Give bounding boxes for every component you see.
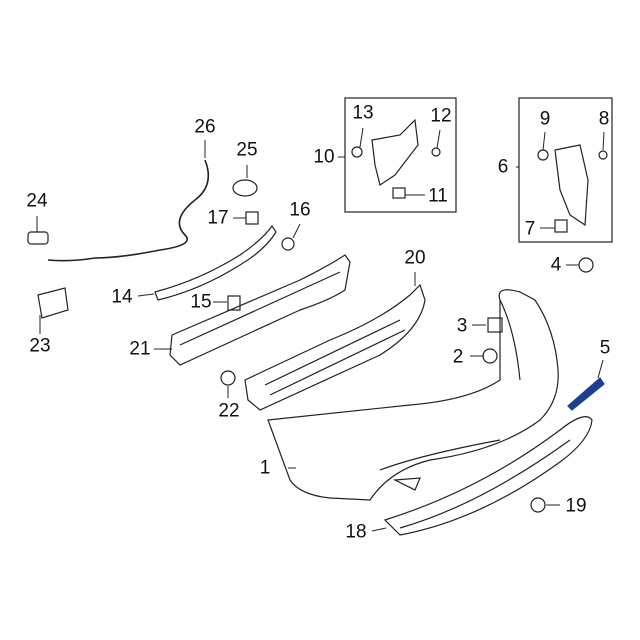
detail-box-left xyxy=(344,97,457,213)
lower-valance xyxy=(383,416,593,536)
clip-3 xyxy=(487,317,503,333)
callout-1: 1 xyxy=(259,457,271,479)
callout-5: 5 xyxy=(599,337,611,359)
callout-7: 7 xyxy=(524,218,536,240)
callout-26: 26 xyxy=(194,116,216,138)
callout-6: 6 xyxy=(497,156,509,178)
bolt-22 xyxy=(220,370,236,386)
callout-13: 13 xyxy=(352,102,374,124)
callout-14: 14 xyxy=(111,286,133,308)
clip-17 xyxy=(245,211,259,225)
side-bracket xyxy=(37,287,69,319)
detail-box-right xyxy=(518,97,613,243)
callout-23: 23 xyxy=(29,335,51,357)
callout-10: 10 xyxy=(313,146,335,168)
callout-20: 20 xyxy=(404,247,426,269)
callout-11: 11 xyxy=(428,185,448,207)
callout-21: 21 xyxy=(129,338,151,360)
callout-19: 19 xyxy=(565,495,587,517)
callout-15: 15 xyxy=(190,291,212,313)
bumper-bracket xyxy=(154,224,277,301)
callout-4: 4 xyxy=(550,254,562,276)
callout-25: 25 xyxy=(236,139,258,161)
bracket-10 xyxy=(371,118,419,186)
callout-18: 18 xyxy=(345,521,367,543)
energy-absorber xyxy=(244,283,426,411)
wiring-harness xyxy=(47,159,210,262)
reflector-highlighted xyxy=(567,377,605,411)
bracket-6 xyxy=(554,144,589,227)
callout-24: 24 xyxy=(26,190,48,212)
callout-9: 9 xyxy=(539,108,551,130)
sensor-clip xyxy=(27,231,49,245)
bolt-16 xyxy=(281,237,295,251)
callout-12: 12 xyxy=(430,105,452,127)
callout-16: 16 xyxy=(289,199,311,221)
callout-2: 2 xyxy=(452,346,464,368)
callout-22: 22 xyxy=(218,400,240,422)
callout-3: 3 xyxy=(456,315,468,337)
reinforcement-beam xyxy=(169,254,351,366)
bolt-4 xyxy=(578,257,594,273)
callout-17: 17 xyxy=(207,207,229,229)
clip-15 xyxy=(227,295,241,311)
bolt-19 xyxy=(530,497,546,513)
bumper-cover xyxy=(267,289,559,501)
bolt-2 xyxy=(482,348,498,364)
parking-sensor xyxy=(232,179,258,197)
callout-8: 8 xyxy=(598,108,610,130)
